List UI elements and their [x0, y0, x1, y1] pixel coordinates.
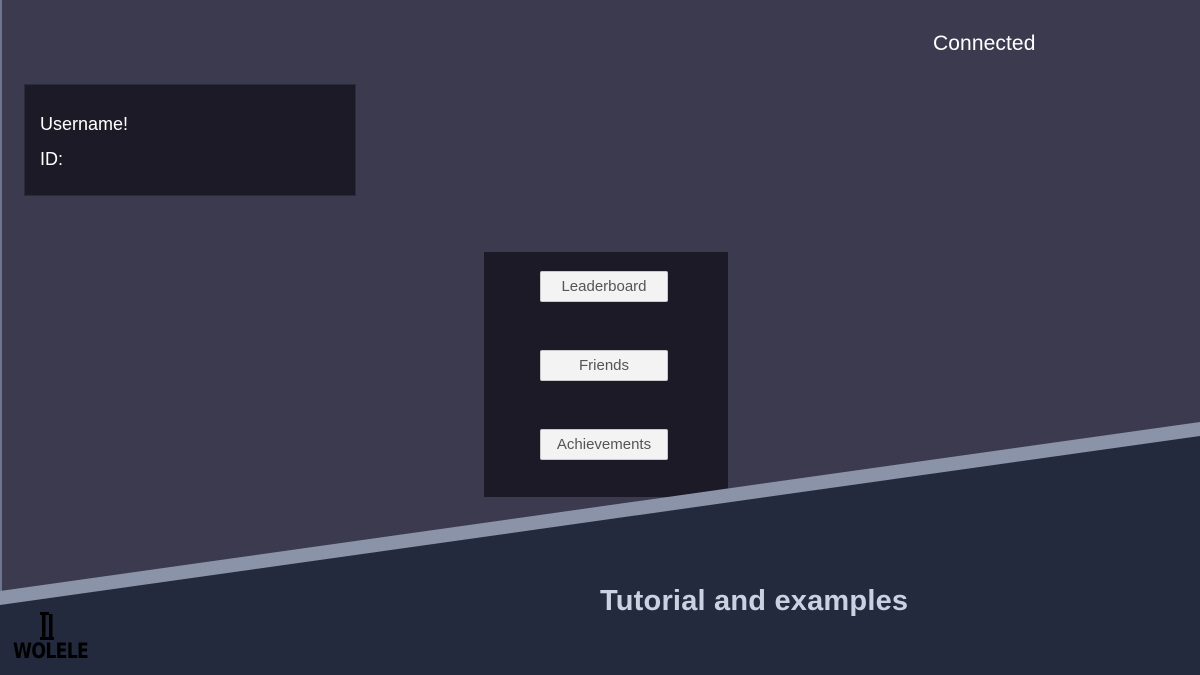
menu-panel: Leaderboard Friends Achievements — [484, 252, 728, 497]
connection-status: Connected — [933, 32, 1036, 55]
profile-panel: Username! ID: — [24, 84, 356, 196]
leaderboard-button[interactable]: Leaderboard — [540, 271, 668, 302]
brand-wordmark: WOLELE — [13, 639, 89, 663]
footer-stripe — [0, 422, 1200, 609]
left-edge-line — [0, 0, 2, 600]
brand-logo: WOLELE — [13, 612, 89, 668]
friends-button[interactable]: Friends — [540, 350, 668, 381]
username-label: Username! — [40, 114, 129, 134]
player-id-label: ID: — [40, 149, 64, 169]
footer-band — [0, 436, 1200, 675]
brand-mark-icon — [40, 612, 54, 640]
footer-title: Tutorial and examples — [600, 585, 909, 617]
achievements-button[interactable]: Achievements — [540, 429, 668, 460]
